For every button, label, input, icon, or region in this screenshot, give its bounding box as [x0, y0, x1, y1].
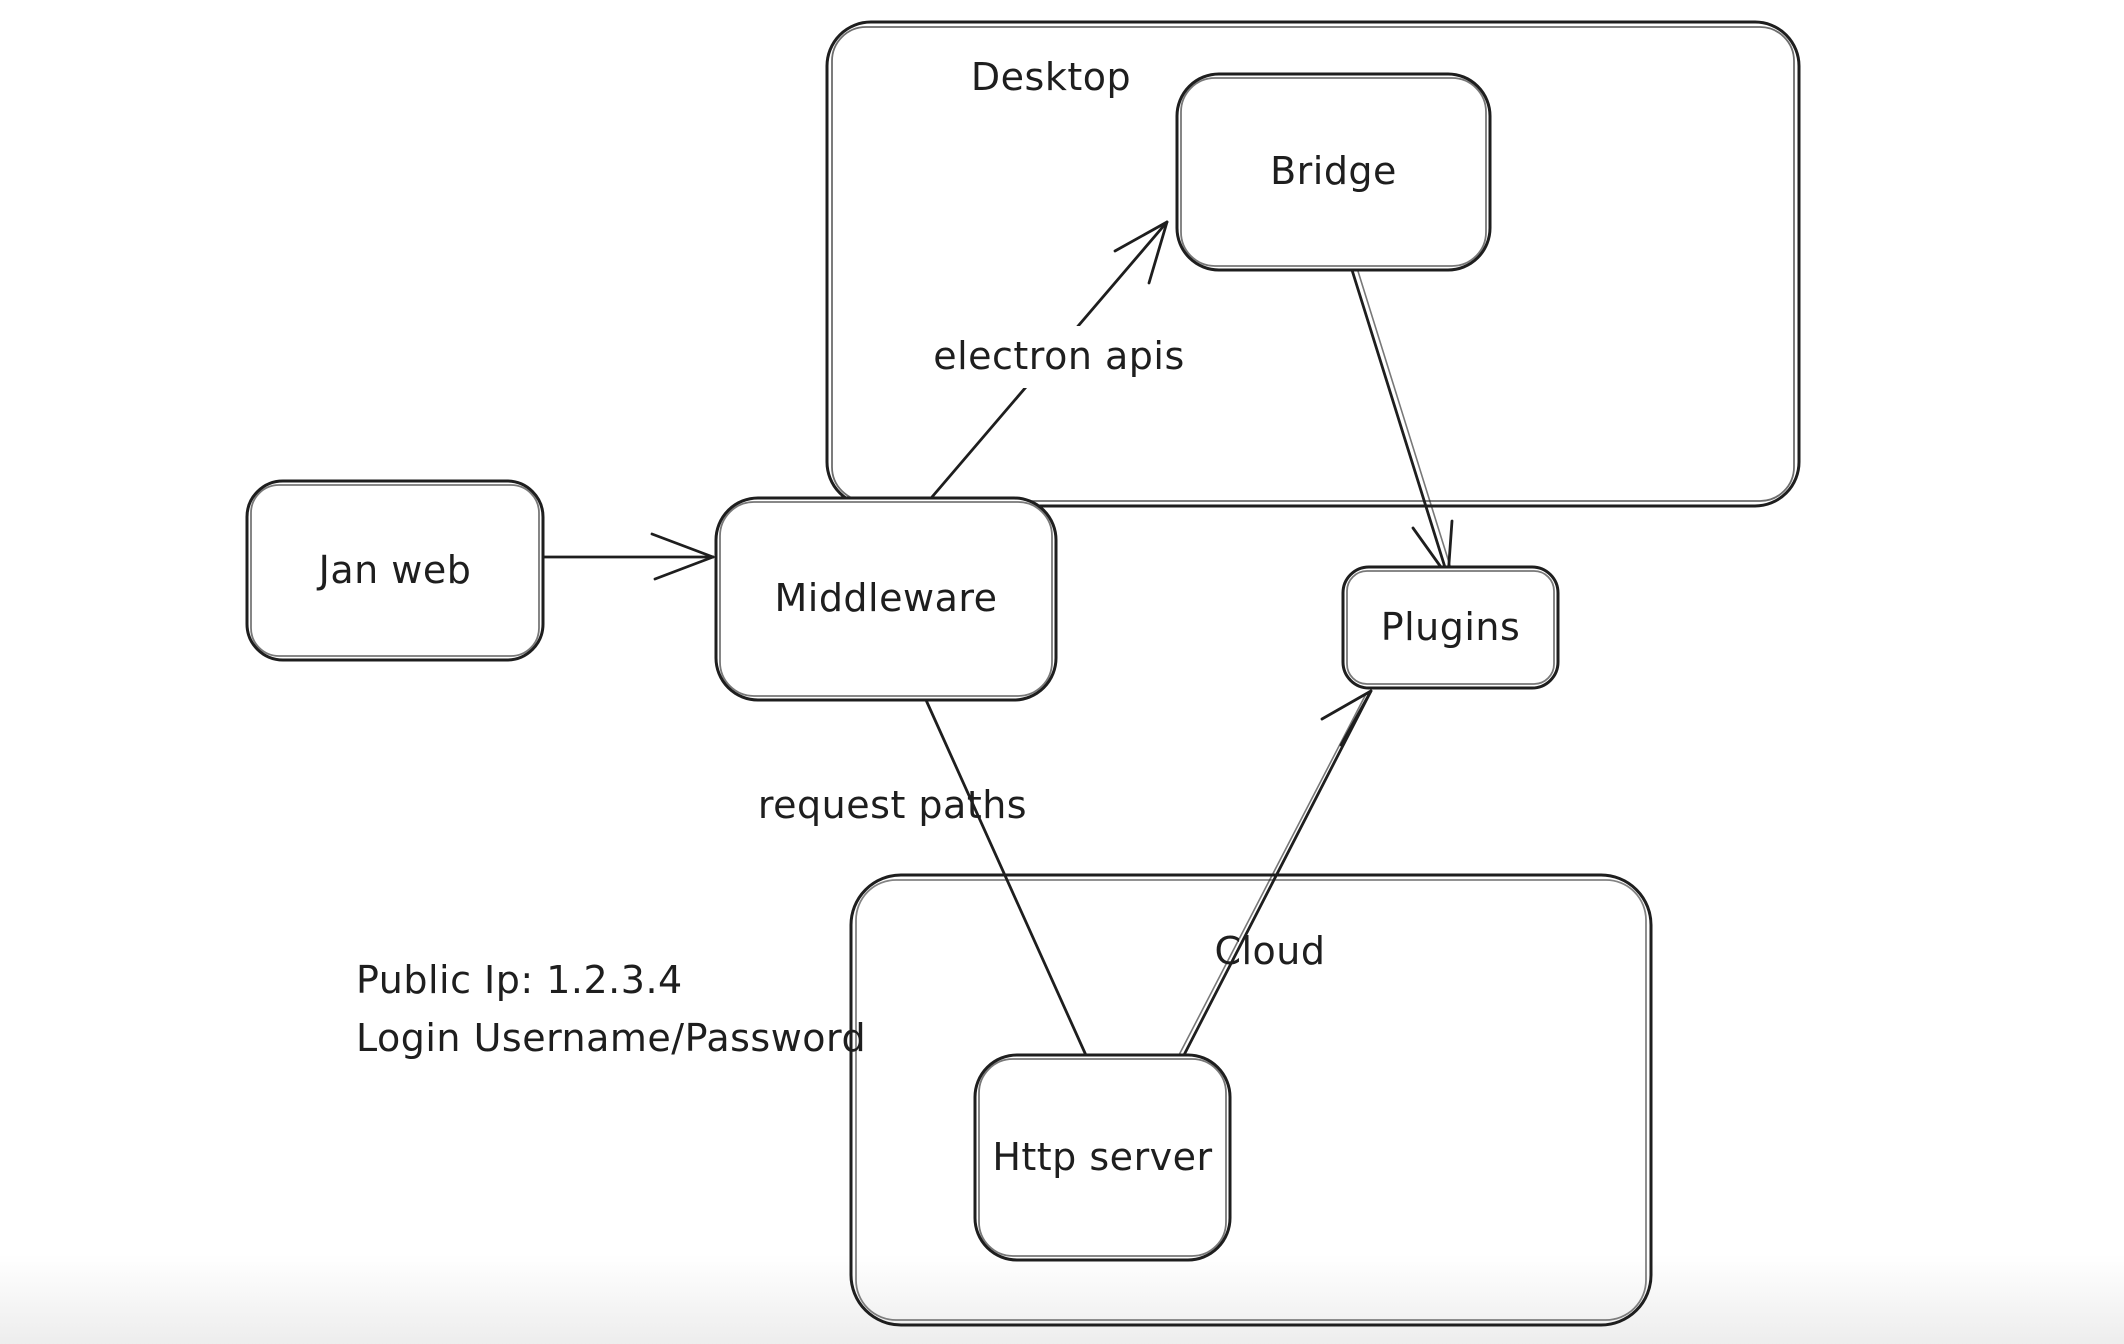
http-server-box[interactable] [973, 1053, 1232, 1262]
edge-httpserver-to-plugins[interactable] [1178, 689, 1373, 1057]
edge-line[interactable] [1182, 689, 1373, 1057]
arrowhead-up-icon [1320, 689, 1373, 747]
edge-label-request-paths[interactable]: request paths [757, 783, 1028, 828]
edge-middleware-to-httpserver[interactable] [924, 698, 1091, 1064]
http-server-sketch-stroke [978, 1058, 1227, 1257]
jan-web-sketch-stroke [250, 484, 540, 657]
plugins-sketch-stroke [1346, 570, 1555, 685]
node-middleware[interactable] [714, 496, 1058, 702]
annotation-login[interactable]: Login Username/Password [356, 1016, 867, 1060]
edge-line[interactable] [1350, 268, 1450, 579]
plugins-box[interactable] [1341, 565, 1560, 690]
jan-web-box[interactable] [245, 479, 545, 662]
cloud-container-sketch-stroke [855, 879, 1647, 1321]
cloud-container-label: Cloud [1214, 929, 1326, 974]
arrowhead-up-right-icon [1113, 220, 1169, 285]
middleware-box[interactable] [714, 496, 1058, 702]
edge-janweb-to-middleware[interactable] [541, 532, 715, 581]
bridge-box[interactable] [1175, 72, 1492, 272]
edge-sketch-stroke [1178, 693, 1367, 1056]
arrowhead-right-icon [650, 532, 715, 581]
node-plugins[interactable] [1341, 565, 1560, 690]
edge-line[interactable] [924, 698, 1091, 1064]
middleware-sketch-stroke [719, 501, 1053, 697]
edge-label-electron-apis[interactable]: electron apis [920, 326, 1198, 388]
bridge-sketch-stroke [1180, 77, 1487, 267]
edge-sketch-stroke [1356, 267, 1453, 573]
annotation-public-ip[interactable]: Public Ip: 1.2.3.4 [356, 958, 683, 1002]
node-bridge[interactable] [1175, 72, 1492, 272]
node-http-server[interactable] [973, 1053, 1232, 1262]
desktop-container-label: Desktop [970, 55, 1132, 100]
node-jan-web[interactable] [245, 479, 545, 662]
desktop-container-sketch-stroke [831, 26, 1795, 502]
